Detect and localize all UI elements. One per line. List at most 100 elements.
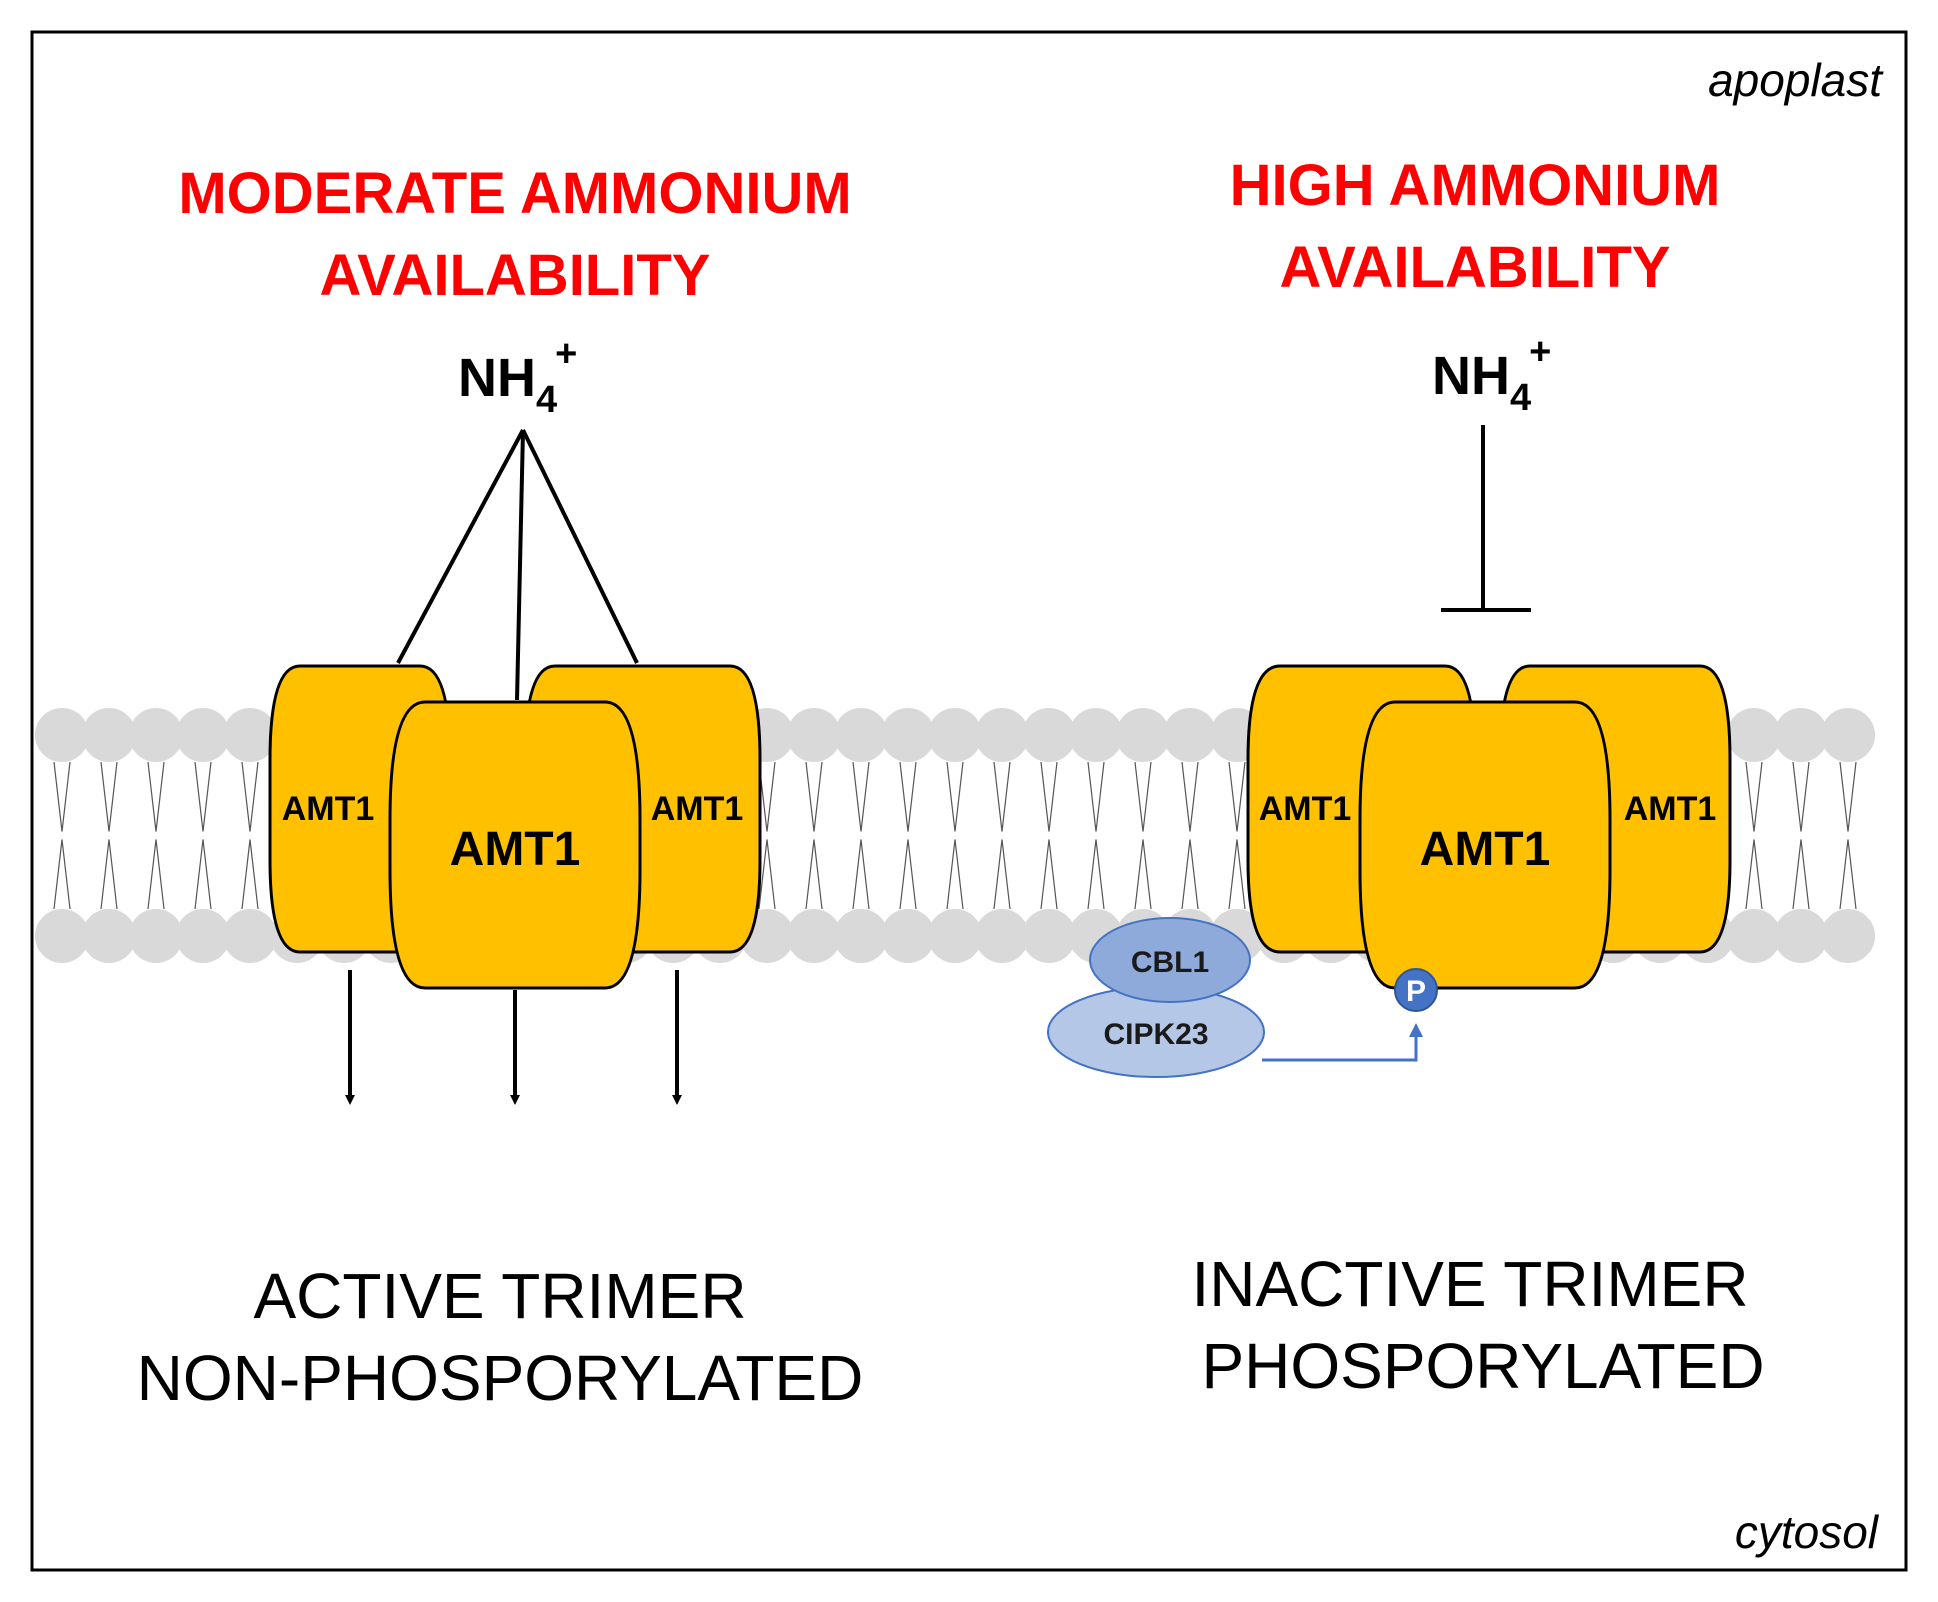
left-ion-main: NH	[458, 348, 536, 408]
lipid-tail	[899, 839, 917, 910]
lipid-head	[928, 708, 982, 762]
lipid-tail	[1087, 839, 1105, 910]
lipid-tail	[1228, 761, 1246, 832]
lipid-head	[35, 708, 89, 762]
lipid-tail	[758, 839, 776, 910]
lipid-head	[176, 708, 230, 762]
left-ion-sup: +	[555, 333, 577, 375]
lipid-tail	[1087, 761, 1105, 832]
right-ion-sub: 4	[1510, 377, 1531, 419]
lipid-tail	[241, 761, 259, 832]
lipid-head	[834, 909, 888, 963]
cbl1-label: CBL1	[1131, 946, 1209, 979]
lipid-tail	[1839, 839, 1857, 910]
left-ion-line-center	[515, 429, 525, 701]
lipid-head	[881, 909, 935, 963]
phosphate-group	[1394, 968, 1438, 1012]
left-amt1-center-label: AMT1	[450, 823, 581, 876]
lipid-head	[82, 708, 136, 762]
right-amt1-center-subunit	[1358, 700, 1612, 990]
right-heading-line1: HIGH AMMONIUM	[1230, 153, 1721, 218]
lipid-tail	[147, 839, 165, 910]
lipid-head	[129, 909, 183, 963]
lipid-head	[881, 708, 935, 762]
lipid-tail	[1181, 839, 1199, 910]
lipid-head	[975, 708, 1029, 762]
right-amt1-right-label: AMT1	[1624, 790, 1717, 828]
phosphate-label: P	[1406, 975, 1426, 1008]
lipid-tail	[53, 839, 71, 910]
lipid-head	[35, 909, 89, 963]
lipid-head	[1069, 708, 1123, 762]
left-heading-line2: AVAILABILITY	[320, 243, 711, 308]
left-ammonium-label: NH4+	[458, 333, 577, 421]
lipid-head	[787, 909, 841, 963]
right-panel: HIGH AMMONIUM AVAILABILITY NH4+ AMT1 AMT…	[1047, 153, 1765, 1402]
lipid-tail	[100, 839, 118, 910]
apoplast-label: apoplast	[1708, 54, 1884, 106]
lipid-tail	[1792, 761, 1810, 832]
right-ion-main: NH	[1432, 346, 1510, 406]
cbl1-protein	[1089, 917, 1251, 1003]
lipid-head	[1022, 708, 1076, 762]
lipid-head	[975, 909, 1029, 963]
lipid-tail	[1040, 839, 1058, 910]
lipid-tail	[1134, 761, 1152, 832]
left-caption-line2: NON-PHOSPORYLATED	[137, 1342, 864, 1414]
left-ion-sub: 4	[536, 379, 557, 421]
lipid-tail	[1040, 761, 1058, 832]
lipid-head	[1774, 909, 1828, 963]
right-ammonium-label: NH4+	[1432, 331, 1551, 419]
lipid-head	[129, 708, 183, 762]
lipid-tail	[758, 761, 776, 832]
left-caption-line1: ACTIVE TRIMER	[253, 1260, 746, 1332]
left-amt1-center-subunit	[388, 700, 642, 990]
lipid-tail	[899, 761, 917, 832]
right-amt1-center-label: AMT1	[1420, 823, 1551, 876]
lipid-tail	[100, 761, 118, 832]
lipid-head	[223, 708, 277, 762]
lipid-head	[1821, 708, 1875, 762]
lipid-head	[1774, 708, 1828, 762]
lipid-head	[223, 909, 277, 963]
lipid-tail	[1839, 761, 1857, 832]
lipid-tail	[805, 761, 823, 832]
right-caption-line2: PHOSPORYLATED	[1201, 1330, 1764, 1402]
right-amt1-left-label: AMT1	[1259, 790, 1352, 828]
lipid-head	[928, 909, 982, 963]
lipid-tail	[993, 761, 1011, 832]
lipid-head	[1116, 708, 1170, 762]
lipid-head	[1727, 708, 1781, 762]
lipid-tail	[1181, 761, 1199, 832]
lipid-head	[834, 708, 888, 762]
lipid-tail	[852, 761, 870, 832]
lipid-head	[176, 909, 230, 963]
lipid-tail	[852, 839, 870, 910]
left-ion-line-left	[396, 429, 525, 664]
lipid-tail	[147, 761, 165, 832]
right-ion-sup: +	[1529, 331, 1551, 373]
lipid-tail	[1745, 761, 1763, 832]
lipid-tail	[1745, 839, 1763, 910]
lipid-head	[1163, 708, 1217, 762]
lipid-tail	[194, 839, 212, 910]
lipid-head	[1821, 909, 1875, 963]
lipid-head	[1727, 909, 1781, 963]
lipid-tail	[1792, 839, 1810, 910]
lipid-tail	[194, 761, 212, 832]
lipid-tail	[946, 839, 964, 910]
lipid-tail	[53, 761, 71, 832]
lipid-tail	[946, 761, 964, 832]
left-amt1-left-label: AMT1	[282, 790, 375, 828]
left-heading-line1: MODERATE AMMONIUM	[178, 161, 851, 226]
lipid-head	[82, 909, 136, 963]
phosphorylation-arrow	[1262, 1023, 1423, 1062]
lipid-tail	[1134, 839, 1152, 910]
lipid-tail	[993, 839, 1011, 910]
right-heading-line2: AVAILABILITY	[1280, 235, 1671, 300]
lipid-tail	[1228, 839, 1246, 910]
left-ion-line-right	[521, 429, 639, 664]
lipid-tail	[805, 839, 823, 910]
right-caption-line1: INACTIVE TRIMER	[1191, 1248, 1748, 1320]
